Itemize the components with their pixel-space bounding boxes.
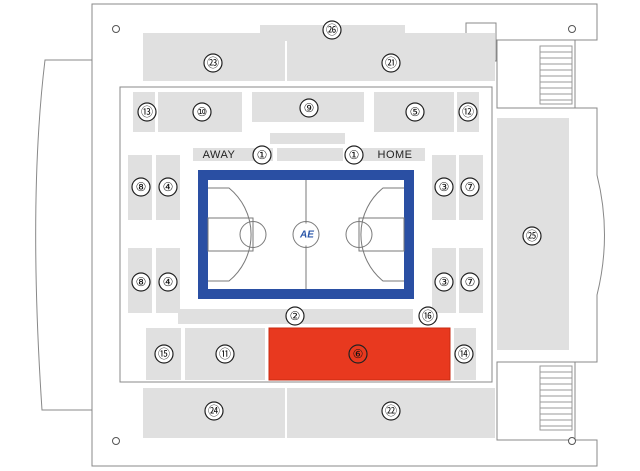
- section-26-number: ㉖: [326, 23, 338, 37]
- section-8-top-number: ⑧: [136, 180, 147, 194]
- section-5-number: ⑤: [410, 105, 421, 119]
- left-wing-outline: [35, 59, 93, 411]
- home-label: HOME: [378, 149, 413, 161]
- basketball-court: AE: [198, 170, 414, 299]
- staircase-bottom: [496, 361, 576, 441]
- section-1-home[interactable]: [347, 148, 425, 161]
- section-9-number: ⑨: [304, 101, 315, 115]
- section-4-bottom-number: ④: [163, 275, 174, 289]
- corner-dot: [112, 25, 120, 33]
- section-21-number: ㉑: [385, 56, 397, 70]
- section-1-bar[interactable]: [270, 133, 345, 144]
- league-logo: AE: [299, 230, 314, 241]
- section-23-number: ㉓: [207, 56, 219, 70]
- section-15-number: ⑮: [158, 347, 170, 361]
- section-6-number: ⑥: [353, 347, 364, 361]
- section-7-bottom-number: ⑦: [465, 275, 476, 289]
- section-6[interactable]: [268, 327, 451, 381]
- section-1-mid[interactable]: [277, 148, 343, 161]
- section-1-away-number: ①: [257, 148, 268, 162]
- section-11-number: ⑪: [219, 347, 231, 361]
- section-2-number: ②: [290, 309, 301, 323]
- section-13-number: ⑬: [141, 105, 153, 119]
- section-7-top-number: ⑦: [465, 180, 476, 194]
- section-markers: ㉖ ㉓ ㉑ ⑬ ⑩ ⑨ ⑤ ⑫ ① ① ⑧ ④ ⑧ ④ ③ ⑦ ③ ⑦ ㉕ ② …: [131, 20, 542, 421]
- section-1-home-number: ①: [349, 148, 360, 162]
- section-4-top-number: ④: [163, 180, 174, 194]
- corner-dot: [568, 437, 576, 445]
- corner-dot: [112, 437, 120, 445]
- section-3-top-number: ③: [439, 180, 450, 194]
- section-16-number: ⑯: [422, 309, 434, 323]
- section-8-bottom-number: ⑧: [136, 275, 147, 289]
- section-14-number: ⑭: [458, 347, 470, 361]
- section-22-number: ㉒: [385, 404, 397, 418]
- staircase-top: [496, 39, 576, 109]
- section-24-number: ㉔: [208, 404, 220, 418]
- section-10-number: ⑩: [197, 105, 208, 119]
- section-25-number: ㉕: [526, 229, 538, 243]
- away-label: AWAY: [203, 149, 236, 161]
- corner-dot: [568, 25, 576, 33]
- section-12-number: ⑫: [462, 105, 474, 119]
- section-3-bottom-number: ③: [439, 275, 450, 289]
